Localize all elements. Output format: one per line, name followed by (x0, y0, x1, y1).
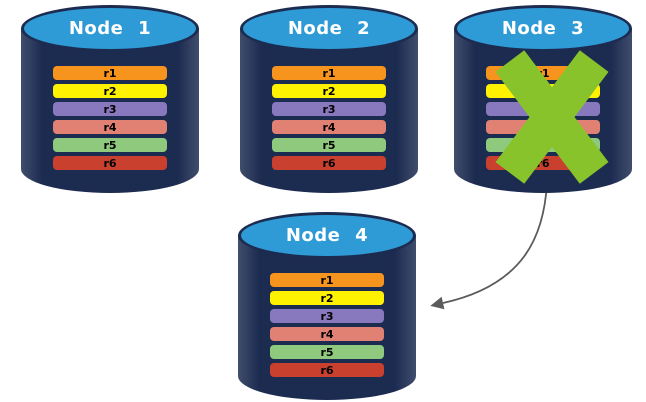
node-1-row-r1: r1 (53, 66, 167, 80)
row-label: r6 (320, 363, 334, 377)
node-4-row-r5: r5 (270, 345, 384, 359)
node-1-rows: r1 r2 r3 r4 r5 r6 (53, 66, 167, 174)
row-label: r3 (103, 102, 117, 116)
node-1-row-r3: r3 (53, 102, 167, 116)
row-label: r1 (320, 273, 334, 287)
row-label: r5 (103, 138, 117, 152)
arrow-head-icon (430, 296, 445, 310)
node-4-row-r4: r4 (270, 327, 384, 341)
row-label: r3 (322, 102, 336, 116)
node-4-rows: r1 r2 r3 r4 r5 r6 (270, 273, 384, 381)
node-1-row-r6: r6 (53, 156, 167, 170)
node-3-title: Node 3 (501, 18, 585, 39)
row-label: r1 (103, 66, 117, 80)
node-3: Node 3 r1 r2 r3 r4 r5 r6 (454, 5, 632, 193)
node-4-cylinder-top: Node 4 (238, 212, 416, 259)
row-label: r5 (320, 345, 334, 359)
arrow-shaft (442, 182, 548, 304)
node-2-row-r2: r2 (272, 84, 386, 98)
row-label: r2 (320, 291, 334, 305)
failure-x-icon (494, 50, 609, 184)
node-1-row-r4: r4 (53, 120, 167, 134)
node-1-row-r5: r5 (53, 138, 167, 152)
node-4: Node 4 r1 r2 r3 r4 r5 r6 (238, 212, 416, 400)
node-2-cylinder-top: Node 2 (240, 5, 418, 52)
row-label: r4 (103, 120, 117, 134)
node-4-row-r6: r6 (270, 363, 384, 377)
row-label: r2 (322, 84, 336, 98)
node-4-title: Node 4 (285, 225, 369, 246)
row-label: r1 (322, 66, 336, 80)
node-4-row-r3: r3 (270, 309, 384, 323)
row-label: r2 (103, 84, 117, 98)
node-2-row-r3: r3 (272, 102, 386, 116)
node-2-row-r5: r5 (272, 138, 386, 152)
row-label: r6 (103, 156, 117, 170)
node-2-row-r1: r1 (272, 66, 386, 80)
row-label: r4 (322, 120, 336, 134)
row-label: r3 (320, 309, 334, 323)
row-label: r6 (322, 156, 336, 170)
node-2: Node 2 r1 r2 r3 r4 r5 r6 (240, 5, 418, 193)
row-label: r5 (322, 138, 336, 152)
row-label: r4 (320, 327, 334, 341)
row-label: r1 (536, 66, 550, 80)
node-1-title: Node 1 (68, 18, 152, 39)
node-2-row-r4: r4 (272, 120, 386, 134)
row-label: r6 (536, 156, 550, 170)
node-4-row-r1: r1 (270, 273, 384, 287)
node-2-rows: r1 r2 r3 r4 r5 r6 (272, 66, 386, 174)
node-1-row-r2: r2 (53, 84, 167, 98)
node-2-title: Node 2 (287, 18, 371, 39)
node-3-cylinder-top: Node 3 (454, 5, 632, 52)
node-1: Node 1 r1 r2 r3 r4 r5 r6 (21, 5, 199, 193)
node-2-row-r6: r6 (272, 156, 386, 170)
node-1-cylinder-top: Node 1 (21, 5, 199, 52)
node-4-row-r2: r2 (270, 291, 384, 305)
